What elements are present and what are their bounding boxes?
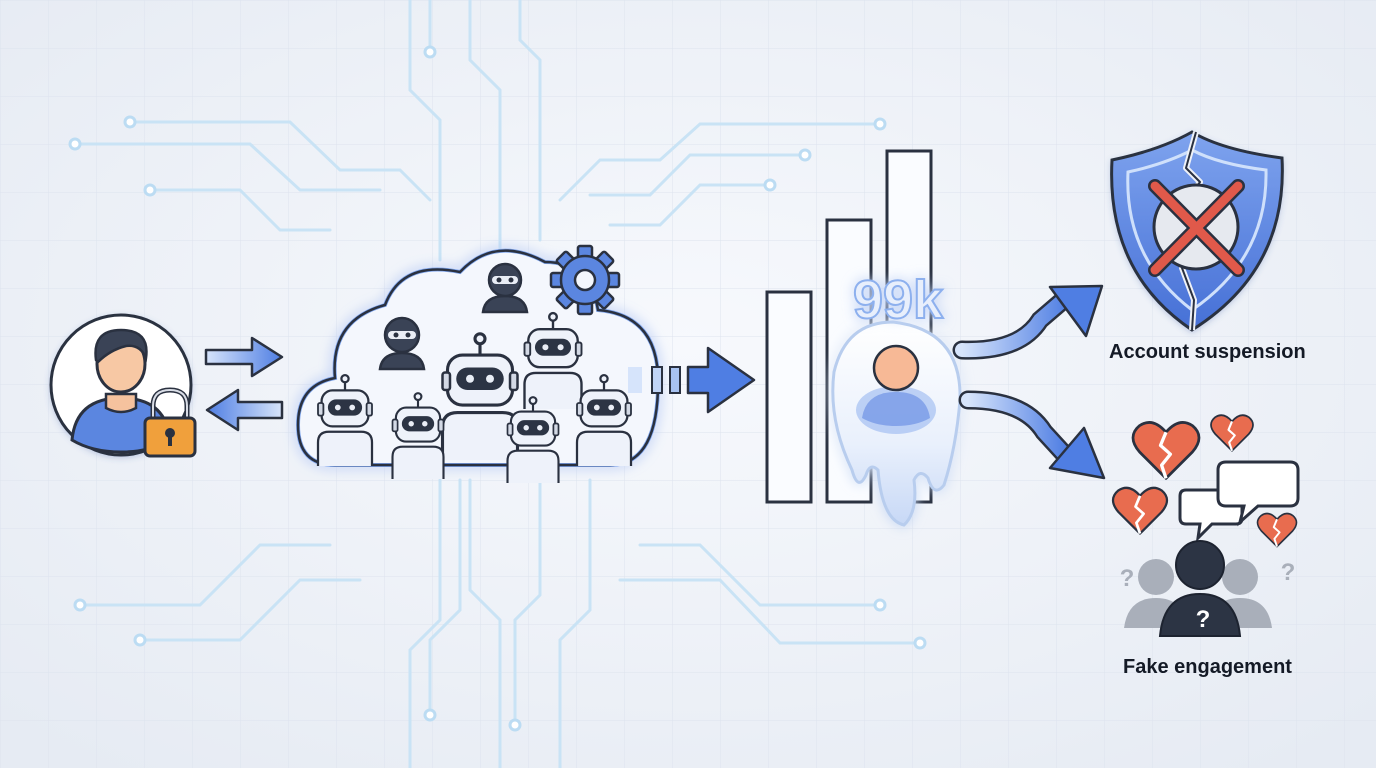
arrow-right-icon: [686, 346, 756, 414]
cross-icon: [1148, 179, 1245, 277]
bot-cloud-icon: [295, 244, 661, 484]
masked-hacker-icon: [378, 316, 426, 371]
fake-engagement-icon: ? ? ?: [1111, 414, 1300, 637]
circuit-nodes: [68, 45, 927, 732]
robot-icon: [391, 392, 445, 480]
melting-profile-icon: [831, 320, 962, 527]
anonymous-crowd-icon: [1124, 540, 1272, 637]
speech-bubble-icon: [1216, 460, 1300, 527]
broken-heart-icon: [1256, 512, 1298, 548]
arrow-right-icon: [204, 336, 284, 378]
robot-icon: [523, 311, 583, 410]
gear-icon: [549, 244, 621, 316]
robot-icon: [506, 396, 560, 484]
arrow-up-right-icon: [1048, 284, 1104, 338]
broken-heart-icon: [1111, 486, 1169, 535]
branch-arrows: [952, 284, 1106, 480]
padlock-icon: [143, 387, 197, 458]
broken-hearts: [1111, 414, 1298, 548]
robot-icon: [440, 332, 520, 460]
robot-icon: [316, 373, 374, 467]
broken-heart-icon: [1131, 421, 1201, 480]
question-mark: ?: [1120, 565, 1135, 592]
account-suspension-label: Account suspension: [1109, 341, 1306, 363]
masked-hacker-icon: [481, 262, 529, 314]
exchange-arrows: [204, 336, 284, 432]
arrow-down-right-icon: [1048, 426, 1106, 480]
arrow-left-icon: [205, 388, 284, 432]
broken-heart-icon: [1210, 414, 1254, 452]
user-lock-icon: [49, 313, 197, 458]
flow-arrow: [628, 346, 756, 414]
question-mark: ?: [1281, 559, 1296, 586]
broken-shield-icon: [1110, 130, 1284, 332]
fake-engagement-label: Fake engagement: [1123, 656, 1292, 678]
circuit-traces: [73, 0, 922, 768]
robot-group: [316, 311, 633, 484]
robot-icon: [575, 373, 633, 467]
follower-count: 99k: [853, 270, 944, 330]
question-mark: ?: [1196, 606, 1211, 633]
